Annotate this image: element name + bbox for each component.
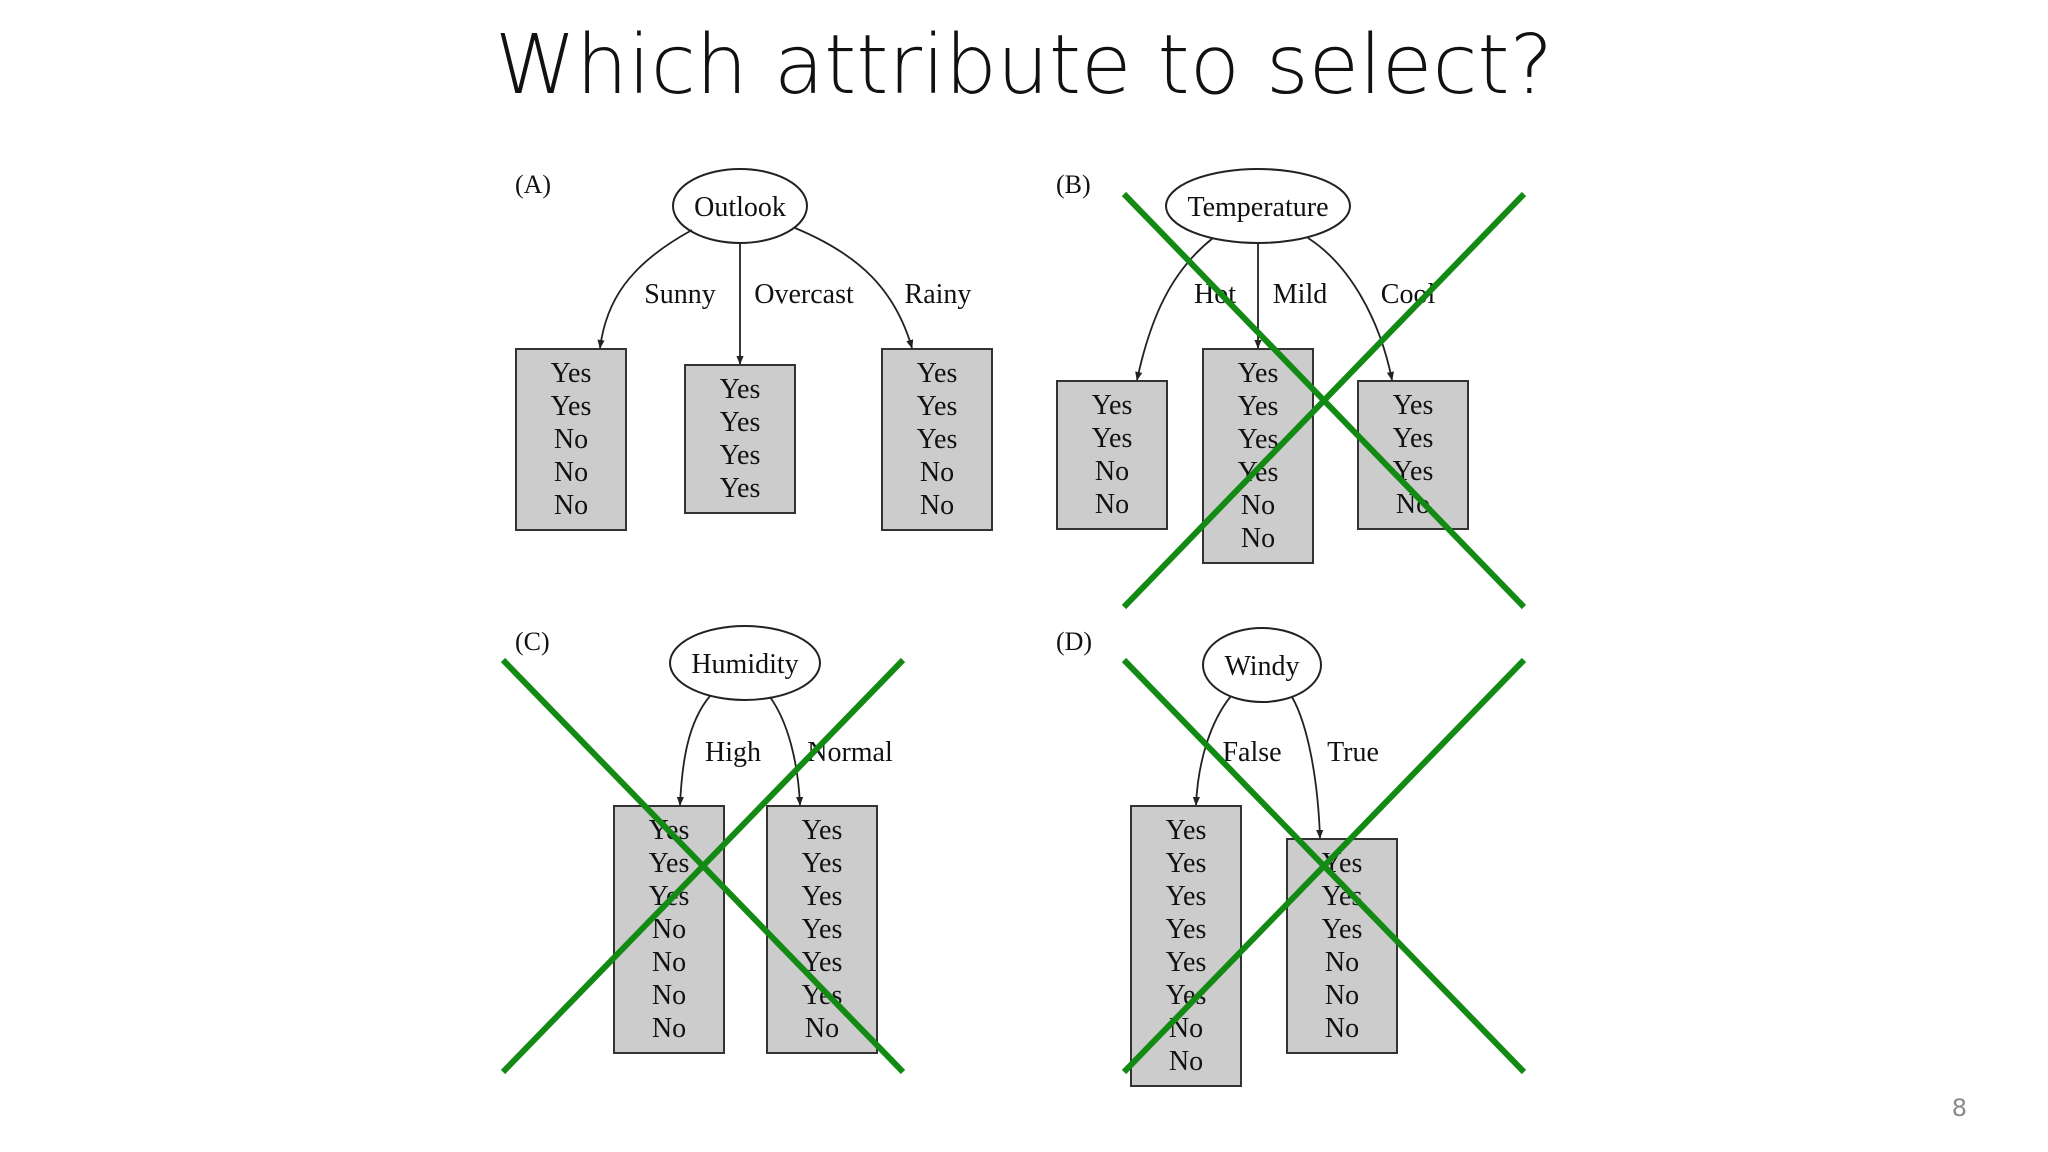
leaf-example: Yes: [1238, 358, 1279, 389]
branch-arrow: [1135, 237, 1214, 381]
leaf-example: No: [920, 457, 954, 488]
leaf-example: No: [1325, 1013, 1359, 1044]
leaf-box: [1202, 348, 1314, 564]
cross-stroke: [500, 657, 906, 1075]
leaf-example: No: [652, 947, 686, 978]
leaf-box: [1286, 838, 1398, 1054]
panel-b: (B)TemperatureHotYesYesNoNoMildYesYesYes…: [1056, 168, 1527, 610]
leaf-box: [613, 805, 725, 1054]
leaf-example: Yes: [1092, 423, 1133, 454]
leaf-example: Yes: [1092, 390, 1133, 421]
leaf-box: [515, 348, 627, 531]
leaf-example: Yes: [649, 848, 690, 879]
branch-arrow: [769, 696, 804, 806]
leaf-example: Yes: [720, 473, 761, 504]
leaf-example: Yes: [720, 440, 761, 471]
leaf-example: No: [554, 490, 588, 521]
leaf-example: Yes: [1238, 391, 1279, 422]
leaf-example: Yes: [551, 358, 592, 389]
cross-stroke: [1121, 191, 1527, 610]
branch-label: Rainy: [905, 279, 972, 310]
leaf-box: [1130, 805, 1242, 1087]
rejected-cross-mark: [1121, 657, 1527, 1075]
leaf-example: Yes: [720, 374, 761, 405]
leaf-example: Yes: [802, 848, 843, 879]
branch-arrow: [676, 695, 711, 806]
leaf-example: No: [554, 424, 588, 455]
leaf-example: No: [652, 1013, 686, 1044]
branch-arrow: [1291, 696, 1324, 839]
leaf-example: Yes: [1166, 881, 1207, 912]
leaf-example: Yes: [1393, 390, 1434, 421]
attribute-name: Humidity: [691, 649, 798, 680]
branch-label: Overcast: [754, 279, 854, 310]
leaf-example: Yes: [1322, 914, 1363, 945]
panel-label: (B): [1056, 170, 1091, 199]
cross-stroke: [1121, 657, 1527, 1075]
leaf-example: No: [920, 490, 954, 521]
leaf-example: No: [1325, 980, 1359, 1011]
leaf-box: [684, 364, 796, 514]
panel-label: (D): [1056, 627, 1092, 656]
leaf-example: No: [1325, 947, 1359, 978]
leaf-example: Yes: [551, 391, 592, 422]
branch-label: High: [705, 737, 761, 768]
branch-arrow: [794, 227, 914, 349]
leaf-example: Yes: [802, 914, 843, 945]
leaf-example: Yes: [917, 391, 958, 422]
leaf-example: No: [805, 1013, 839, 1044]
attribute-name: Windy: [1224, 651, 1299, 682]
leaf-example: No: [1095, 456, 1129, 487]
panel-a: (A)OutlookSunnyYesYesNoNoNoOvercastYesYe…: [515, 168, 993, 531]
attribute-name: Outlook: [694, 192, 786, 223]
leaf-example: Yes: [1238, 424, 1279, 455]
leaf-example: Yes: [1166, 947, 1207, 978]
leaf-example: Yes: [802, 815, 843, 846]
rejected-cross-mark: [500, 657, 906, 1075]
branch-label: False: [1222, 737, 1281, 768]
leaf-example: No: [1169, 1046, 1203, 1077]
panel-d: (D)WindyFalseYesYesYesYesYesYesNoNoTrueY…: [1056, 627, 1527, 1087]
rejected-cross-mark: [1121, 191, 1527, 610]
attribute-name: Temperature: [1187, 192, 1328, 223]
leaf-example: No: [1241, 490, 1275, 521]
leaf-example: No: [554, 457, 588, 488]
leaf-example: Yes: [917, 424, 958, 455]
leaf-example: No: [652, 980, 686, 1011]
leaf-example: No: [1095, 489, 1129, 520]
leaf-example: Yes: [1393, 456, 1434, 487]
leaf-example: Yes: [1393, 423, 1434, 454]
leaf-example: Yes: [802, 881, 843, 912]
page-number: 8: [1951, 1094, 1967, 1122]
panel-label: (A): [515, 170, 551, 199]
attribute-node: [669, 625, 821, 701]
branch-arrow: [1307, 237, 1394, 381]
leaf-example: No: [652, 914, 686, 945]
branch-label: True: [1327, 737, 1379, 768]
leaf-example: Yes: [917, 358, 958, 389]
leaf-example: Yes: [720, 407, 761, 438]
leaf-example: No: [1241, 523, 1275, 554]
leaf-box: [881, 348, 993, 531]
slide-title: Which attribute to select?: [494, 18, 1554, 113]
leaf-example: Yes: [1166, 815, 1207, 846]
leaf-box: [1056, 380, 1168, 530]
panel-label: (C): [515, 627, 550, 656]
branch-arrow: [597, 229, 693, 349]
panel-c: (C)HumidityHighYesYesYesNoNoNoNoNormalYe…: [500, 625, 906, 1075]
attribute-node: [1202, 627, 1322, 703]
leaf-example: Yes: [1166, 848, 1207, 879]
branch-label: Mild: [1273, 279, 1327, 310]
leaf-box: [766, 805, 878, 1054]
leaf-example: Yes: [1166, 914, 1207, 945]
branch-label: Sunny: [644, 279, 716, 310]
